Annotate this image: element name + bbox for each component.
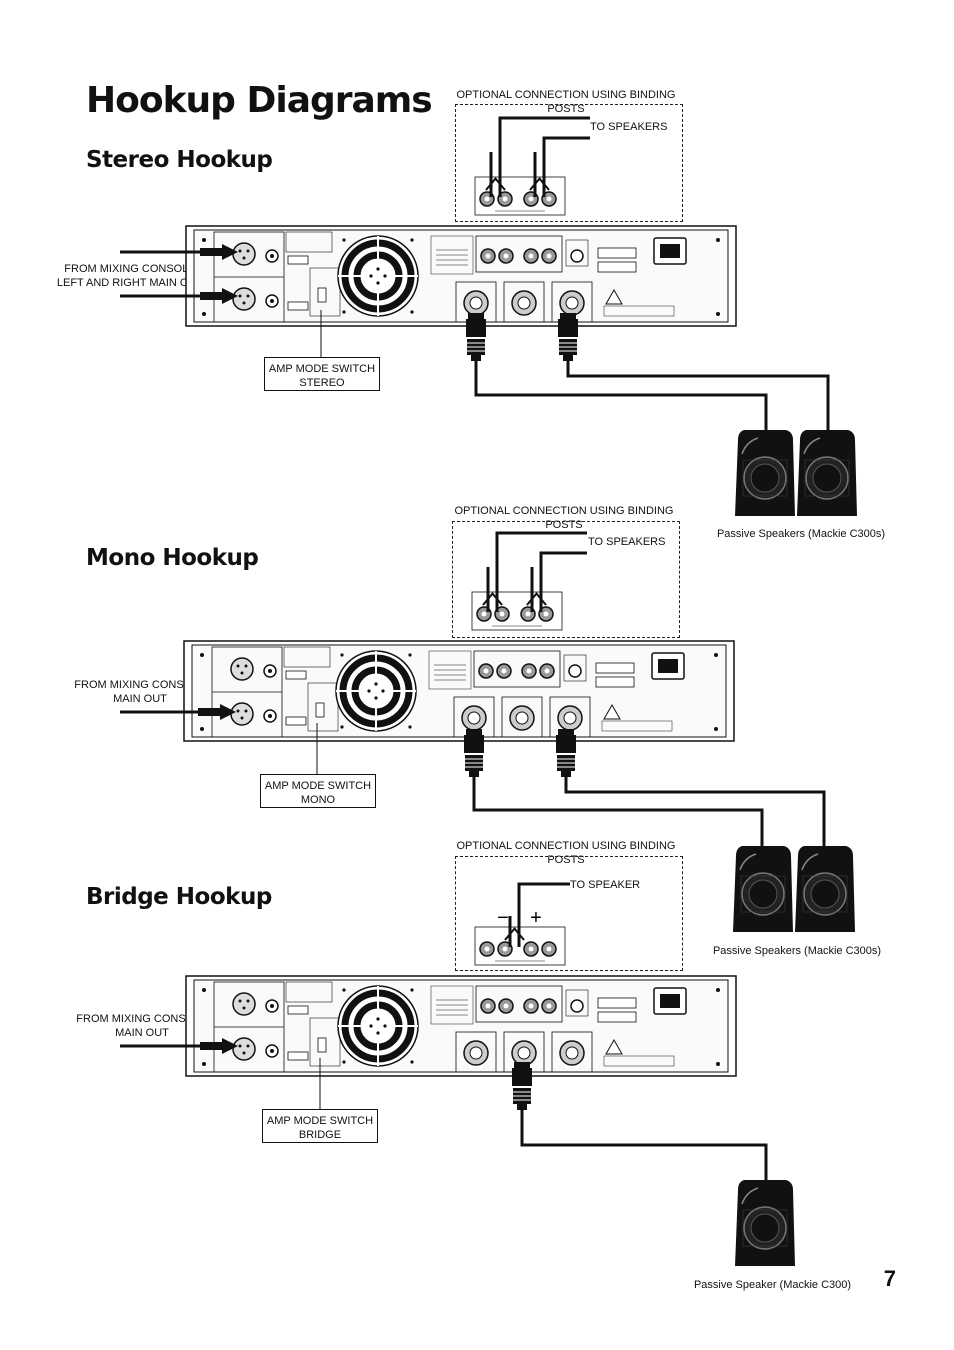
mixing-console-label: FROM MIXING CONSOLE LEFT AND RIGHT MAIN … bbox=[56, 263, 203, 289]
optional-connection-label: OPTIONAL CONNECTION USING BINDING POSTS bbox=[456, 89, 676, 115]
passive-speaker bbox=[794, 845, 856, 933]
amplifier-rear-panel bbox=[186, 976, 736, 1076]
minus-symbol: − bbox=[497, 907, 509, 929]
passive-speaker bbox=[732, 845, 794, 933]
passive-speakers-label: Passive Speakers (Mackie C300s) bbox=[716, 528, 886, 540]
optional-connection-box bbox=[452, 521, 680, 638]
page-title: Hookup Diagrams bbox=[86, 80, 433, 121]
optional-connection-box bbox=[455, 104, 683, 222]
passive-speakers-label: Passive Speakers (Mackie C300s) bbox=[712, 945, 882, 957]
section-heading-stereo: Stereo Hookup bbox=[86, 147, 273, 173]
mixing-console-label: FROM MIXING CONSOLE MAIN OUT bbox=[74, 679, 206, 705]
passive-speaker bbox=[734, 1179, 796, 1267]
amp-mode-switch-label: AMP MODE SWITCH BRIDGE bbox=[262, 1109, 378, 1143]
amplifier-rear-panel bbox=[184, 641, 734, 741]
plus-symbol: + bbox=[530, 907, 542, 929]
passive-speaker bbox=[796, 429, 858, 517]
to-speakers-label: TO SPEAKERS bbox=[590, 121, 668, 133]
to-speakers-label: TO SPEAKERS bbox=[588, 536, 666, 548]
page-number: 7 bbox=[883, 1266, 896, 1291]
passive-speaker bbox=[734, 429, 796, 517]
section-heading-mono: Mono Hookup bbox=[86, 545, 259, 571]
amp-mode-switch-label: AMP MODE SWITCH MONO bbox=[260, 774, 376, 808]
optional-connection-box bbox=[455, 856, 683, 971]
passive-speaker-label: Passive Speaker (Mackie C300) bbox=[693, 1279, 852, 1291]
optional-connection-label: OPTIONAL CONNECTION USING BINDING POSTS bbox=[454, 505, 674, 531]
section-heading-bridge: Bridge Hookup bbox=[86, 884, 272, 910]
amp-mode-switch-label: AMP MODE SWITCH STEREO bbox=[264, 357, 380, 391]
optional-connection-label: OPTIONAL CONNECTION USING BINDING POSTS bbox=[456, 840, 676, 866]
amplifier-rear-panel bbox=[186, 226, 736, 326]
to-speaker-label: TO SPEAKER bbox=[570, 879, 641, 891]
